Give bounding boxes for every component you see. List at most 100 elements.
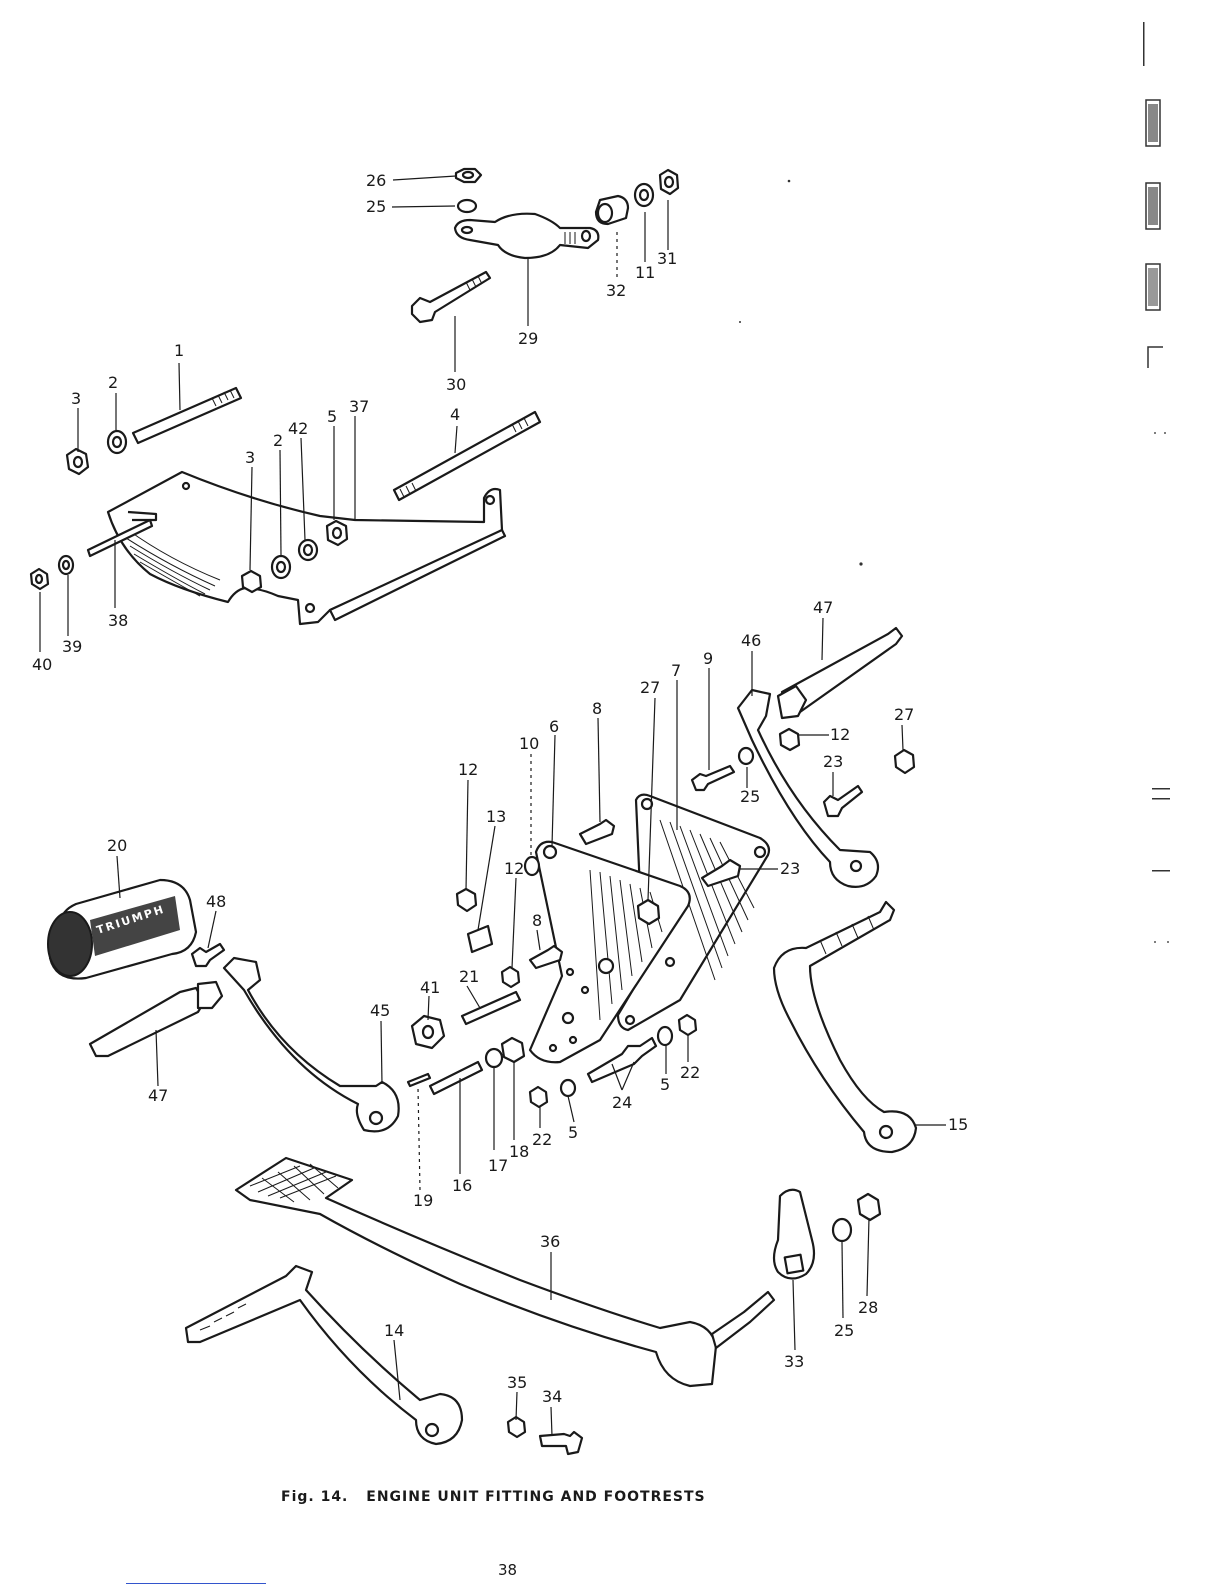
bolt-8b-icon (530, 946, 562, 968)
bracket-29-icon (455, 214, 598, 258)
margin-marks (1143, 22, 1170, 943)
washer-10-icon (525, 857, 539, 875)
bolt-30-icon (412, 272, 490, 322)
bolt-8-icon (580, 820, 614, 844)
nut-27b-icon (895, 750, 914, 773)
callout: 23 (823, 752, 843, 771)
right-lower-footrest-group (774, 902, 916, 1152)
callout-numbers: 26 25 31 11 32 29 30 1 2 3 42 2 5 37 4 3… (32, 171, 968, 1406)
washer-5-icon (561, 1080, 575, 1096)
callout: 8 (592, 699, 602, 718)
bolt-9-icon (692, 766, 734, 790)
engine-plate-group (31, 388, 540, 624)
callout: 28 (858, 1298, 878, 1317)
callout: 5 (327, 407, 337, 426)
stud-21-icon (462, 992, 520, 1024)
footrest-arm-15-icon (774, 902, 916, 1152)
callout: 9 (703, 649, 713, 668)
nut-12c-icon (780, 729, 799, 750)
nut-28-icon (858, 1194, 880, 1220)
figure-number: Fig. 14. (281, 1489, 348, 1505)
callout: 25 (834, 1321, 854, 1340)
callout: 12 (504, 859, 524, 878)
callout: 7 (671, 661, 681, 680)
nut-18-icon (502, 1038, 524, 1062)
callout: 42 (288, 419, 308, 438)
callout: 13 (486, 807, 506, 826)
engine-steady-group (412, 169, 678, 322)
washer-25-icon (458, 200, 476, 212)
callout: 36 (540, 1232, 560, 1251)
stud-16-icon (430, 1062, 482, 1094)
callout: 17 (488, 1156, 508, 1175)
callout: 41 (420, 978, 440, 997)
callout: 12 (458, 760, 478, 779)
callout: 23 (780, 859, 800, 878)
callout: 1 (174, 341, 184, 360)
callout: 22 (532, 1130, 552, 1149)
callout: 37 (349, 397, 369, 416)
callout: 3 (245, 448, 255, 467)
callout: 15 (948, 1115, 968, 1134)
callout: 46 (741, 631, 761, 650)
callout: 29 (518, 329, 538, 348)
callout: 40 (32, 655, 52, 674)
callout: 20 (107, 836, 127, 855)
callout: 22 (680, 1063, 700, 1082)
callout: 5 (660, 1075, 670, 1094)
callout: 32 (606, 281, 626, 300)
brake-lever-14-icon (186, 1266, 462, 1444)
callout: 2 (273, 431, 283, 450)
footrest-plates-group (408, 748, 769, 1107)
callout: 25 (740, 787, 760, 806)
callout: 47 (148, 1086, 168, 1105)
washer-5b-icon (658, 1027, 672, 1045)
callout: 14 (384, 1321, 404, 1340)
callout: 21 (459, 967, 479, 986)
callout: 45 (370, 1001, 390, 1020)
nut-12b-icon (502, 967, 519, 987)
bolt-34-icon (540, 1432, 582, 1454)
nut-22-icon (530, 1087, 547, 1107)
callout: 47 (813, 598, 833, 617)
callout: 33 (784, 1352, 804, 1371)
callout: 18 (509, 1142, 529, 1161)
bolt-23b-icon (824, 786, 862, 816)
callout: 4 (450, 405, 460, 424)
callout: 19 (413, 1191, 433, 1210)
callout: 24 (612, 1093, 632, 1112)
split-pin-19-icon (408, 1074, 430, 1086)
nut-12-icon (457, 889, 476, 911)
callout: 34 (542, 1387, 562, 1406)
callout: 26 (366, 171, 386, 190)
callout: 25 (366, 197, 386, 216)
spacer-13-icon (468, 926, 492, 952)
callout: 3 (71, 389, 81, 408)
brake-pedal-group (186, 1158, 880, 1454)
callout: 8 (532, 911, 542, 930)
figure-caption: Fig. 14. ENGINE UNIT FITTING AND FOOTRES… (281, 1489, 706, 1505)
callout: 48 (206, 892, 226, 911)
callout: 35 (507, 1373, 527, 1392)
callout: 2 (108, 373, 118, 392)
washer-25b-icon (739, 748, 753, 764)
nut-22b-icon (679, 1015, 696, 1035)
callout: 30 (446, 375, 466, 394)
stud-1-icon (133, 388, 241, 443)
page-number: 38 (498, 1561, 517, 1579)
callout: 16 (452, 1176, 472, 1195)
callout: 31 (657, 249, 677, 268)
callout: 6 (549, 717, 559, 736)
figure-title: ENGINE UNIT FITTING AND FOOTRESTS (366, 1489, 705, 1505)
callout: 38 (108, 611, 128, 630)
footrest-arm-45-icon (224, 958, 399, 1131)
footrest-rubber-47b-icon (90, 988, 204, 1056)
washer-25c-icon (833, 1219, 851, 1241)
callout: 39 (62, 637, 82, 656)
callout: 27 (640, 678, 660, 697)
callout: 5 (568, 1123, 578, 1142)
nut-3b-icon (242, 571, 261, 592)
washer-17-icon (486, 1049, 502, 1067)
callout: 10 (519, 734, 539, 753)
